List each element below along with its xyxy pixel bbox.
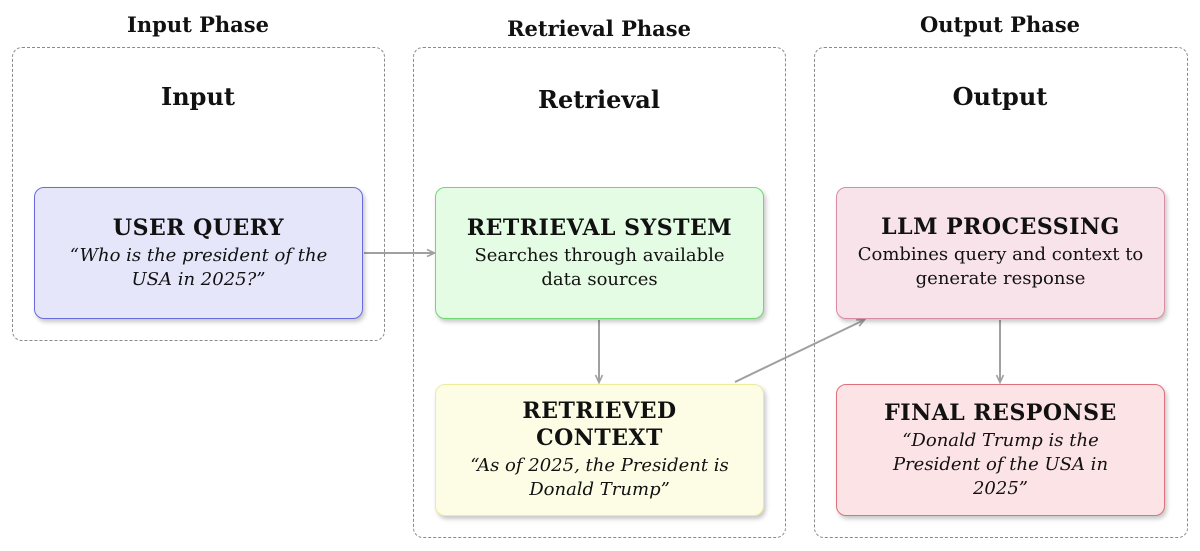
user-query-title: USER QUERY — [112, 214, 285, 241]
retrieval-phase-title: Retrieval Phase — [507, 16, 691, 41]
retrieval-system-title: RETRIEVAL SYSTEM — [466, 214, 733, 241]
llm-processing-node: LLM PROCESSING Combines query and contex… — [836, 187, 1165, 319]
final-response-title: FINAL RESPONSE — [884, 399, 1117, 426]
input-phase-title: Input Phase — [127, 12, 269, 37]
user-query-text: “Who is the president of the USA in 2025… — [69, 244, 328, 290]
output-phase-title: Output Phase — [919, 12, 1081, 37]
input-phase-container — [12, 47, 385, 341]
llm-processing-title: LLM PROCESSING — [881, 214, 1120, 240]
final-response-node: FINAL RESPONSE “Donald Trump is the Pres… — [836, 384, 1165, 516]
retrieved-context-node: RETRIEVED CONTEXT “As of 2025, the Presi… — [435, 384, 764, 516]
llm-processing-description: Combines query and context to generate r… — [857, 244, 1144, 289]
retrieval-system-node: RETRIEVAL SYSTEM Searches through availa… — [435, 187, 764, 319]
retrieved-context-title: RETRIEVED CONTEXT — [522, 398, 677, 451]
retrieved-context-text: “As of 2025, the President is Donald Tru… — [470, 455, 729, 500]
retrieval-phase-container — [413, 47, 786, 538]
retrieval-system-description: Searches through available data sources — [474, 244, 725, 290]
input-heading: Input — [161, 82, 235, 111]
arrow-context-to-llm — [734, 320, 864, 383]
user-query-node: USER QUERY “Who is the president of the … — [34, 187, 363, 319]
retrieval-heading: Retrieval — [538, 85, 660, 114]
final-response-text: “Donald Trump is the President of the US… — [892, 429, 1109, 499]
output-phase-container — [814, 47, 1188, 538]
output-heading: Output — [952, 82, 1048, 111]
